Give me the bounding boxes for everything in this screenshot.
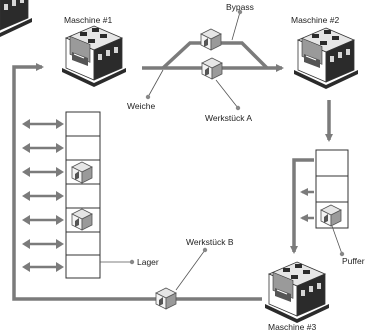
storage-workpiece-icon-1 [71, 161, 93, 184]
bypass-label: Bypass [226, 2, 254, 12]
machine-3-label: Maschine #3 [268, 322, 316, 332]
workpiece-b-icon [155, 287, 177, 310]
workpiece-b-leader [175, 249, 206, 291]
workpiece-bypass-icon [200, 28, 222, 51]
bypass-leader [231, 11, 241, 41]
workpiece-a-leader [215, 79, 239, 109]
switch-leader [147, 69, 164, 98]
buffer-leader [331, 225, 343, 255]
bypass-dot [237, 9, 243, 15]
storage-exchange-arrows [20, 119, 66, 274]
machine-2-label: Maschine #2 [291, 15, 339, 25]
buffer-to-m3-arrow [290, 158, 314, 254]
return-flow-arrow [12, 63, 262, 301]
machine-1-icon [61, 25, 127, 88]
workpiece-a-dot [235, 105, 241, 111]
storage-rack [65, 111, 101, 279]
buffer-label: Puffer [342, 256, 365, 266]
storage-label: Lager [137, 257, 159, 267]
machine-3-icon [264, 261, 330, 324]
workpiece-a-label: Werkstück A [205, 113, 252, 123]
storage-workpiece-icon-2 [71, 208, 93, 231]
workpiece-a-icon [201, 57, 223, 80]
switch-label: Weiche [127, 101, 155, 111]
machine-2-icon [293, 27, 359, 90]
workpiece-b-dot [202, 247, 208, 253]
storage-dot [129, 259, 135, 265]
buffer-dot [339, 251, 345, 257]
workpiece-b-label: Werkstück B [186, 237, 234, 247]
buffer-workpiece-icon [320, 204, 342, 227]
buffer-side-arrows [300, 188, 314, 222]
machine-1-label: Maschine #1 [64, 15, 112, 25]
switch-dot [145, 94, 151, 100]
